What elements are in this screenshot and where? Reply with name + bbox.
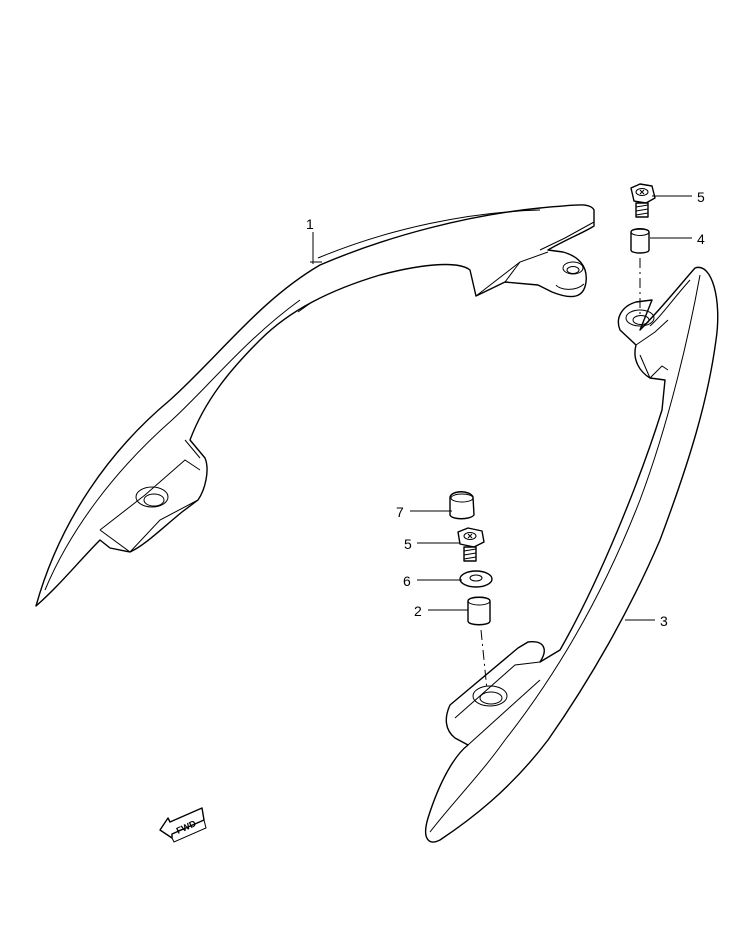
callout-6: 6 xyxy=(403,573,411,589)
collar-top[interactable] xyxy=(630,228,650,254)
grab-rail-left[interactable] xyxy=(35,204,595,607)
grab-rail-right[interactable] xyxy=(424,266,719,843)
fwd-arrow-icon: FWD xyxy=(159,807,207,843)
callout-3: 3 xyxy=(660,613,668,629)
callout-1: 1 xyxy=(306,216,314,232)
callout-5-top: 5 xyxy=(697,189,705,205)
bolt-lower[interactable] xyxy=(457,527,485,562)
callout-2: 2 xyxy=(414,603,422,619)
callout-5-lower: 5 xyxy=(404,536,412,552)
callout-7: 7 xyxy=(396,504,404,520)
cap-nut[interactable] xyxy=(449,491,475,520)
bolt-top[interactable] xyxy=(630,183,656,218)
leader-lines xyxy=(312,195,692,621)
callout-4: 4 xyxy=(697,231,705,247)
washer[interactable] xyxy=(459,570,493,588)
collar-lower[interactable] xyxy=(467,596,491,626)
